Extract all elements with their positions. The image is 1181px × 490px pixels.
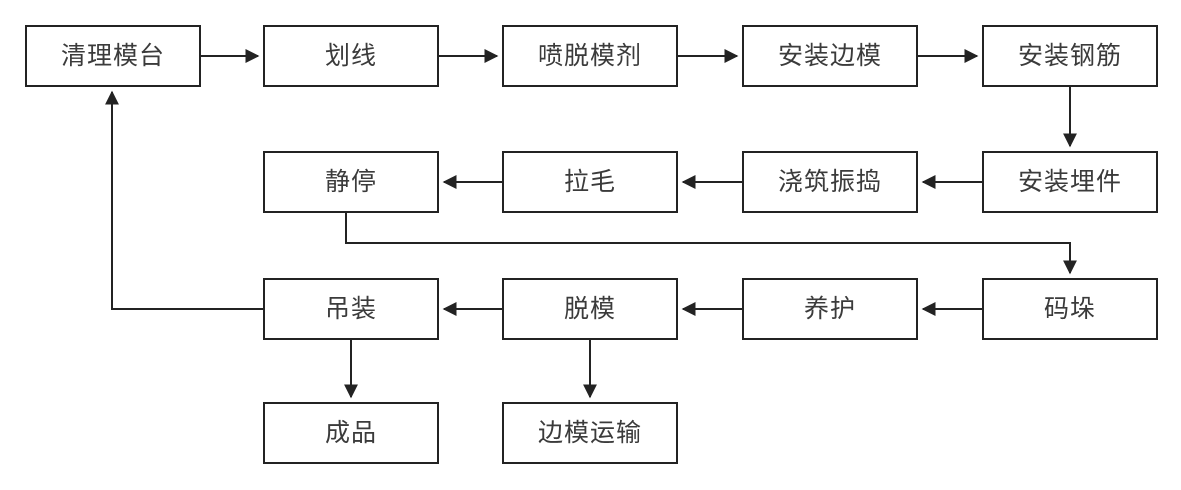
edge-n9-n10 xyxy=(345,213,1077,275)
node-label: 喷脱模剂 xyxy=(537,41,642,70)
node-label: 清理模台 xyxy=(60,41,165,70)
node-yang-hu[interactable]: 养护 xyxy=(742,278,918,340)
node-jiao-zhu-zhen-dao[interactable]: 浇筑振捣 xyxy=(742,151,918,213)
node-label: 边模运输 xyxy=(537,418,642,447)
node-cheng-pin[interactable]: 成品 xyxy=(263,402,439,464)
node-bian-mo-yun-shu[interactable]: 边模运输 xyxy=(502,402,678,464)
node-label: 浇筑振捣 xyxy=(777,167,882,196)
node-label: 划线 xyxy=(324,41,377,70)
edge-n13-n1 xyxy=(105,90,263,310)
node-hua-xian[interactable]: 划线 xyxy=(263,25,439,87)
node-label: 码垛 xyxy=(1043,294,1096,323)
node-label: 安装钢筋 xyxy=(1017,41,1122,70)
node-label: 安装埋件 xyxy=(1017,167,1122,196)
node-an-zhuang-gang-jin[interactable]: 安装钢筋 xyxy=(982,25,1158,87)
node-diao-zhuang[interactable]: 吊装 xyxy=(263,278,439,340)
node-la-mao[interactable]: 拉毛 xyxy=(502,151,678,213)
node-qing-li-mo-tai[interactable]: 清理模台 xyxy=(25,25,201,87)
node-ma-duo[interactable]: 码垛 xyxy=(982,278,1158,340)
node-label: 养护 xyxy=(803,294,856,323)
node-jing-ting[interactable]: 静停 xyxy=(263,151,439,213)
node-label: 成品 xyxy=(324,418,377,447)
node-pen-tuo-mo-ji[interactable]: 喷脱模剂 xyxy=(502,25,678,87)
node-label: 脱模 xyxy=(563,294,616,323)
node-an-zhuang-mai-jian[interactable]: 安装埋件 xyxy=(982,151,1158,213)
node-tuo-mo[interactable]: 脱模 xyxy=(502,278,678,340)
node-label: 拉毛 xyxy=(563,167,616,196)
node-an-zhuang-bian-mo[interactable]: 安装边模 xyxy=(742,25,918,87)
node-label: 安装边模 xyxy=(777,41,882,70)
node-label: 吊装 xyxy=(324,294,377,323)
node-label: 静停 xyxy=(324,167,377,196)
